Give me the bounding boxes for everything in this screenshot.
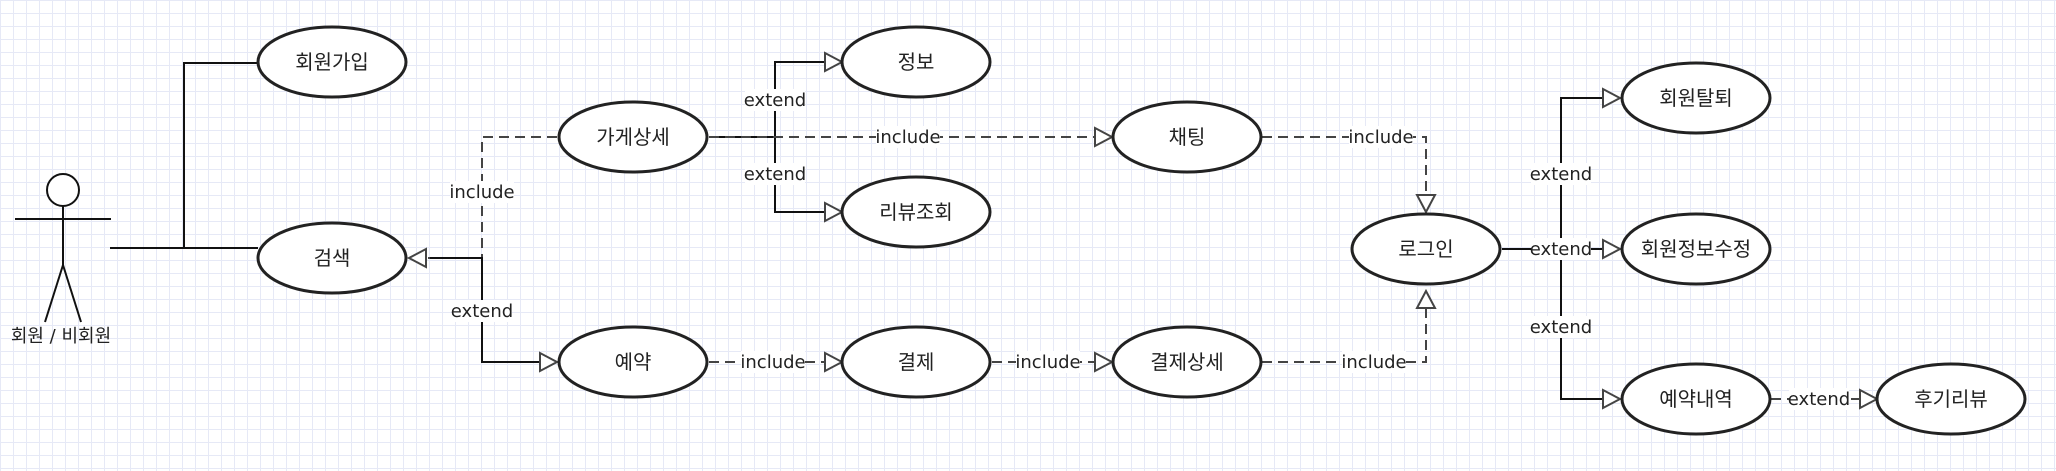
usecase-edit-profile-label: 회원정보수정 [1641,237,1751,261]
label-extend-login-history: extend [1530,317,1592,338]
label-extend-history-review: extend [1788,389,1850,410]
usecase-withdraw[interactable]: 회원탈퇴 [1620,61,1772,135]
usecase-login-label: 로그인 [1398,237,1453,261]
label-extend-login-withdraw: extend [1530,164,1592,185]
usecase-reservation-history-label: 예약내역 [1659,387,1733,411]
usecase-reservation[interactable]: 예약 [557,325,709,399]
label-include-payment-detail: include [1015,352,1080,373]
label-extend-store-info: extend [744,90,806,111]
usecase-info[interactable]: 정보 [840,25,992,99]
usecase-search-label: 검색 [314,246,351,270]
usecase-reservation-history[interactable]: 예약내역 [1620,362,1772,436]
usecase-write-review-label: 후기리뷰 [1914,387,1988,411]
usecase-search[interactable]: 검색 [256,221,408,295]
usecase-payment-label: 결제 [898,350,935,374]
usecase-login[interactable]: 로그인 [1350,212,1502,286]
usecase-info-label: 정보 [898,50,935,74]
usecase-review-view[interactable]: 리뷰조회 [840,175,992,249]
label-include-store-chat: include [875,127,940,148]
label-extend-store-review: extend [744,164,806,185]
usecase-store-detail[interactable]: 가게상세 [557,100,709,174]
usecase-write-review[interactable]: 후기리뷰 [1875,362,2027,436]
usecase-chat-label: 채팅 [1169,125,1206,149]
usecase-withdraw-label: 회원탈퇴 [1659,86,1733,110]
actor-stick-figure[interactable] [15,173,111,323]
label-extend-search-reservation: extend [451,301,513,322]
usecase-payment[interactable]: 결제 [840,325,992,399]
edge-detail-login [1262,308,1427,363]
associations [110,62,258,249]
label-include-store-search: include [449,182,514,203]
usecase-review-view-label: 리뷰조회 [879,200,953,224]
actor-label: 회원 / 비회원 [11,326,111,347]
usecase-chat[interactable]: 채팅 [1111,100,1263,174]
usecase-store-detail-label: 가게상세 [596,125,670,149]
usecase-payment-detail[interactable]: 결제상세 [1111,325,1263,399]
label-include-detail-login: include [1341,352,1406,373]
label-include-chat-login: include [1348,127,1413,148]
edge-chat-login [1262,136,1427,195]
usecase-payment-detail-label: 결제상세 [1150,350,1224,374]
relationship-labels: include extend extend extend include inc… [449,89,1850,410]
usecase-reservation-label: 예약 [615,350,652,374]
label-include-reservation-payment: include [740,352,805,373]
assoc-actor-signup [110,62,258,249]
label-extend-login-edit: extend [1530,239,1592,260]
usecase-signup-label: 회원가입 [295,50,369,74]
usecase-edit-profile[interactable]: 회원정보수정 [1620,212,1772,286]
usecase-signup[interactable]: 회원가입 [256,25,408,99]
